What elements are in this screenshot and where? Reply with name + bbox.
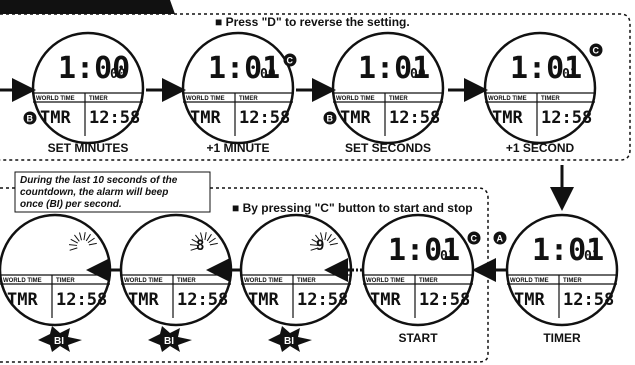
seconds-digits: 01 [584,249,600,264]
caption-timer: TIMER [543,331,581,345]
timer-label: TIMER [389,96,408,102]
world-time-label: WORLD TIME [510,278,549,284]
flash-icon [310,232,338,251]
top-section-border [0,13,631,161]
world-time-label: WORLD TIME [36,96,75,102]
timer-label: TIMER [89,96,108,102]
tmr-readout: TMR [248,290,279,310]
timer-label: TIMER [297,278,316,284]
tmr-readout: TMR [492,108,523,128]
timer-label: TIMER [177,278,196,284]
world-time-label: WORLD TIME [244,278,283,284]
world-time-label: WORLD TIME [186,96,225,102]
svg-text:B: B [327,114,334,124]
timer-label: TIMER [419,278,438,284]
world-time-label: WORLD TIME [488,96,527,102]
caption-set-seconds: SET SECONDS [345,141,431,155]
button-b-icon: B [323,111,337,125]
timer-label: TIMER [563,278,582,284]
main-digits: 1:01 [208,51,280,86]
main-digits: 1:01 [510,51,582,86]
button-c-icon: C [283,53,297,67]
svg-text:C: C [287,56,294,66]
countdown-digit: 9 [316,238,324,254]
timer-label: TIMER [56,278,75,284]
clock-readout: 12:58 [56,290,107,310]
tmr-readout: TMR [190,108,221,128]
svg-text:B: B [27,114,34,124]
clock-readout: 12:58 [563,290,614,310]
caption-start: START [398,331,438,345]
world-time-label: WORLD TIME [336,96,375,102]
clock-readout: 12:58 [389,108,440,128]
world-time-label: WORLD TIME [3,278,42,284]
caption-plus-minute: +1 MINUTE [206,141,269,155]
button-b-icon: B [23,111,37,125]
svg-text:C: C [593,46,600,56]
tmr-readout: TMR [40,108,71,128]
watch-face: WORLD TIME TIMER TMR 12:58 8 [119,213,233,327]
seconds-digits: 01 [440,249,456,264]
tmr-readout: TMR [7,290,38,310]
seconds-digits: 00 [410,67,426,82]
callout-line-1: During the last 10 seconds of the [20,175,178,186]
flash-icon [69,232,97,251]
timer-label: TIMER [239,96,258,102]
watch-face: WORLD TIME TIMER TMR 12:58 [0,213,112,327]
countdown-callout: During the last 10 seconds of the countd… [14,171,211,213]
top-instruction: ■ Press "D" to reverse the setting. [215,15,410,29]
beep-label: BI [54,336,64,347]
beep-burst-icon: BI [148,326,192,352]
clock-readout: 12:58 [89,108,140,128]
svg-text:C: C [471,234,478,244]
main-digits: 1:01 [388,233,460,268]
clock-readout: 12:58 [297,290,348,310]
world-time-label: WORLD TIME [366,278,405,284]
clock-readout: 12:58 [419,290,470,310]
button-c-icon: C [589,43,603,57]
countdown-digit: 8 [196,238,204,254]
button-a-icon: A [493,231,507,245]
world-time-label: WORLD TIME [124,278,163,284]
tmr-readout: TMR [370,290,401,310]
seconds-digits: 01 [562,67,578,82]
watch-face: WORLD TIME TIMER TMR 12:58 9 [239,213,353,327]
callout-line-2: countdown, the alarm will beep [20,187,168,198]
button-c-icon: C [467,231,481,245]
main-digits: 1:01 [532,233,604,268]
callout-line-3: once (BI) per second. [20,199,122,210]
svg-text:A: A [497,234,504,244]
seconds-digits: 00 [260,67,276,82]
seconds-digits: 00 [110,67,126,82]
flash-icon [190,232,218,251]
clock-readout: 12:58 [177,290,228,310]
clock-readout: 12:58 [541,108,592,128]
tmr-readout: TMR [340,108,371,128]
caption-plus-second: +1 SECOND [506,141,575,155]
tmr-readout: TMR [128,290,159,310]
watch-bezel [239,213,353,327]
beep-label: BI [284,336,294,347]
main-digits: 1:01 [358,51,430,86]
beep-label: BI [164,336,174,347]
main-digits: 1:00 [58,51,130,86]
header-tab [0,0,175,14]
timer-label: TIMER [541,96,560,102]
beep-burst-icon: BI [268,326,312,352]
clock-readout: 12:58 [239,108,290,128]
beep-burst-icon: BI [38,326,82,352]
tmr-readout: TMR [514,290,545,310]
mid-instruction: ■ By pressing "C" button to start and st… [232,201,473,215]
caption-set-minutes: SET MINUTES [48,141,129,155]
